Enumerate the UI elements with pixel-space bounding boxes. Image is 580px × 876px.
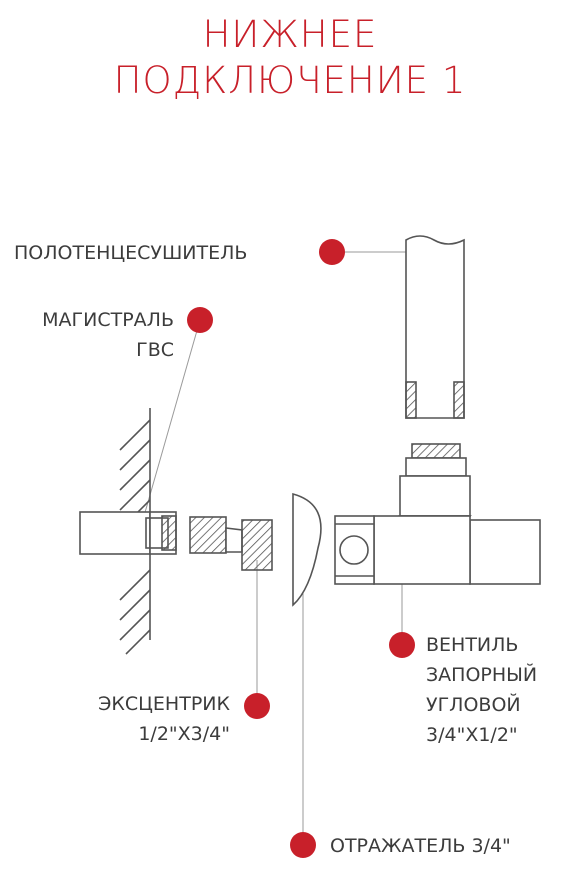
label-valve-line-2: ЗАПОРНЫЙ xyxy=(426,664,538,686)
eccentric-fitting xyxy=(189,516,273,571)
label-eccentric-line-2: 1/2"Х3/4" xyxy=(138,723,230,745)
title-line-2: ПОДКЛЮЧЕНИЕ 1 xyxy=(113,59,467,102)
label-valve-line-1: ВЕНТИЛЬ xyxy=(426,634,519,656)
label-mains-line-1: МАГИСТРАЛЬ xyxy=(42,309,174,331)
marker-valve xyxy=(389,632,415,658)
marker-eccentric xyxy=(244,693,270,719)
leader-mains xyxy=(141,319,201,524)
label-valve-line-4: 3/4"Х1/2" xyxy=(426,724,518,746)
label-valve-line-3: УГЛОВОЙ xyxy=(426,694,521,716)
marker-towel-dryer xyxy=(319,239,345,265)
mains-pipe xyxy=(79,511,177,555)
angle-valve xyxy=(334,443,541,585)
label-eccentric-line-1: ЭКСЦЕНТРИК xyxy=(98,693,230,715)
marker-reflector xyxy=(290,832,316,858)
title-line-1: НИЖНЕЕ xyxy=(202,13,378,56)
label-mains-line-2: ГВС xyxy=(136,339,174,361)
label-towel-dryer: ПОЛОТЕНЦЕСУШИТЕЛЬ xyxy=(14,242,248,264)
towel-dryer-pipe xyxy=(405,235,465,419)
reflector xyxy=(292,492,322,607)
marker-mains xyxy=(187,307,213,333)
label-reflector: ОТРАЖАТЕЛЬ 3/4" xyxy=(330,835,511,857)
